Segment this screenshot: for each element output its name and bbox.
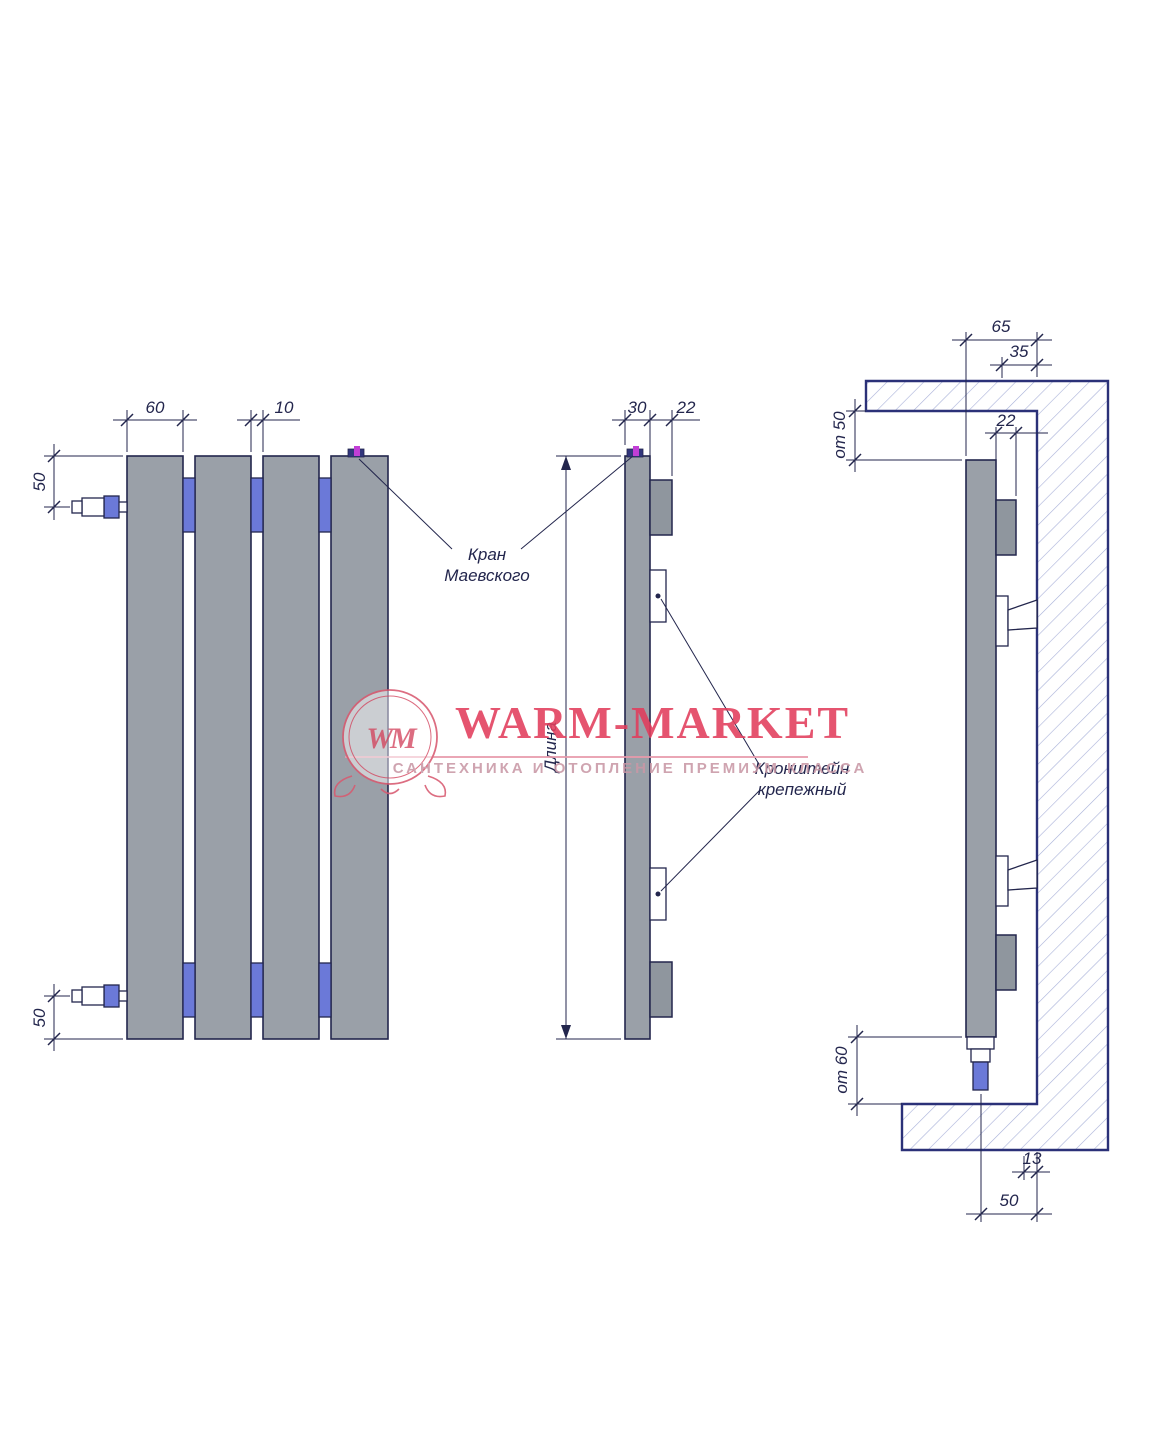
logo-flourish-right xyxy=(424,775,447,798)
panel-1 xyxy=(126,455,184,1040)
dim-50-top-label: 50 xyxy=(30,472,49,491)
dim-side-depth: 30 22 xyxy=(612,398,700,476)
panel-3 xyxy=(262,455,320,1040)
logo-monogram: WM xyxy=(366,722,418,755)
logo-flourish-left xyxy=(333,775,356,798)
side-block-top xyxy=(649,479,673,536)
panel-4 xyxy=(330,455,389,1040)
logo-outer-ring xyxy=(342,689,438,785)
dim-50-section-label: 50 xyxy=(1000,1191,1019,1210)
dim-bottom-clearance: от 60 xyxy=(832,1025,962,1116)
connector-top-1 xyxy=(182,477,196,533)
dim-panel-width: 60 xyxy=(113,398,197,452)
radiator-panels xyxy=(126,455,389,1040)
watermark: WM WARM-MARKET САНТЕХНИКА И ОТОПЛЕНИЕ ПР… xyxy=(333,689,868,798)
connector-bottom-3 xyxy=(318,962,332,1018)
connector-bottom-2 xyxy=(250,962,264,1018)
section-block-bottom xyxy=(995,934,1017,991)
bracket-label-line2: крепежный xyxy=(758,780,847,799)
mayevsky-valve-front xyxy=(347,446,365,458)
dim-length-label: Длина xyxy=(541,722,560,774)
section-bracket-upper xyxy=(995,595,1038,647)
dim-ot50-label: от 50 xyxy=(830,411,849,459)
dim-gap-13: 13 xyxy=(1012,1149,1050,1222)
side-bracket-upper xyxy=(649,569,667,623)
dim-panel-gap: 10 xyxy=(237,398,300,452)
dim-bottom-pipe-offset: 50 xyxy=(30,984,123,1051)
dim-10-label: 10 xyxy=(275,398,294,417)
side-view: 30 22 Длина xyxy=(541,398,700,1040)
panel-connectors xyxy=(182,477,332,1018)
watermark-brand: WARM-MARKET xyxy=(455,697,850,748)
logo-inner-ring xyxy=(348,695,432,779)
front-view: 60 10 50 50 xyxy=(30,398,389,1051)
connector-bottom-1 xyxy=(182,962,196,1018)
section-view: 65 35 22 от 50 xyxy=(830,317,1110,1222)
dim-top-clearance: от 50 xyxy=(830,399,962,472)
section-radiator xyxy=(965,459,997,1038)
panel-2 xyxy=(194,455,252,1040)
section-bracket-lower xyxy=(995,855,1038,907)
side-bracket-lower xyxy=(649,867,667,921)
inlet-pipe-top xyxy=(71,495,128,519)
dim-60-label: 60 xyxy=(146,398,165,417)
drain-valve xyxy=(966,1036,995,1091)
dim-35-label: 35 xyxy=(1010,342,1029,361)
dim-13-label: 13 xyxy=(1023,1149,1042,1168)
annotation-bracket: Кронштейн крепежный xyxy=(660,598,850,892)
dim-65-label: 65 xyxy=(992,317,1011,336)
dim-total-depth: 65 xyxy=(952,317,1052,456)
connector-top-3 xyxy=(318,477,332,533)
mayevsky-label-line2: Маевского xyxy=(444,566,529,585)
side-block-bottom xyxy=(649,961,673,1018)
annotation-mayevsky: Кран Маевского xyxy=(358,455,634,585)
logo-flourish-bottom xyxy=(380,788,400,795)
dim-length: Длина xyxy=(541,455,621,1040)
dim-ot60-label: от 60 xyxy=(832,1046,851,1094)
dim-30-label: 30 xyxy=(628,398,647,417)
section-block-top xyxy=(995,499,1017,556)
dim-block-thickness: 22 xyxy=(985,411,1048,496)
bracket-label-line1: Кронштейн xyxy=(755,759,850,778)
mayevsky-valve-side xyxy=(626,446,644,458)
watermark-tagline: САНТЕХНИКА И ОТОПЛЕНИЕ ПРЕМИУМ КЛАССА xyxy=(393,760,868,777)
connector-top-2 xyxy=(250,477,264,533)
inlet-pipe-bottom xyxy=(71,984,128,1008)
side-profile xyxy=(624,455,651,1040)
mayevsky-label-line1: Кран xyxy=(468,545,507,564)
dim-top-pipe-offset: 50 xyxy=(30,444,123,520)
dim-bracket-offset: 35 xyxy=(990,342,1052,378)
dim-pipe-offset-50: 50 xyxy=(966,1094,1052,1222)
dim-50-bottom-label: 50 xyxy=(30,1008,49,1027)
dim-22-section-label: 22 xyxy=(996,411,1016,430)
dim-22-side-label: 22 xyxy=(676,398,696,417)
